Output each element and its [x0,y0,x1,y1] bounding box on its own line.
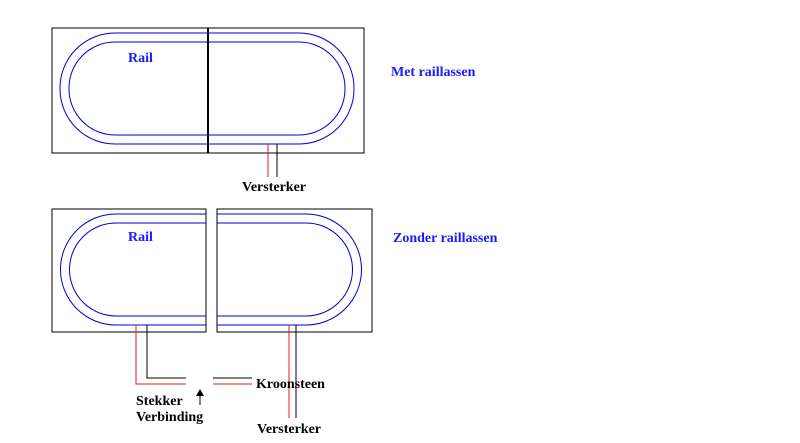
top-title: Met raillassen [391,65,476,80]
bottom-title: Zonder raillassen [393,231,498,246]
bottom-right-rail-outer [217,213,362,326]
bottom-left-rail-outer [60,213,206,326]
bottom-left-wire-red [135,325,186,385]
bottom-right-rail-inner [217,222,353,317]
bottom-rail-label: Rail [128,230,153,245]
plug-label-line2: Verbinding [136,410,203,425]
connector-label: Kroonsteen [256,377,325,392]
top-rail-label: Rail [128,51,153,66]
bottom-left-wire-black [146,325,186,379]
top-amplifier-label: Versterker [242,180,306,195]
top-layout: Rail Versterker Met raillassen [51,27,476,195]
bottom-layout: Rail Kroonsteen Stekker Verbinding Verst… [51,208,498,437]
bottom-right-board [216,208,373,333]
bottom-left-board [51,208,207,333]
plug-arrow-head [196,389,204,396]
bottom-amplifier-label: Versterker [257,422,321,437]
bottom-left-rail-inner [69,222,206,317]
plug-label-line1: Stekker [136,394,183,409]
top-rail-outer [59,32,355,145]
top-rail-inner [68,41,346,136]
